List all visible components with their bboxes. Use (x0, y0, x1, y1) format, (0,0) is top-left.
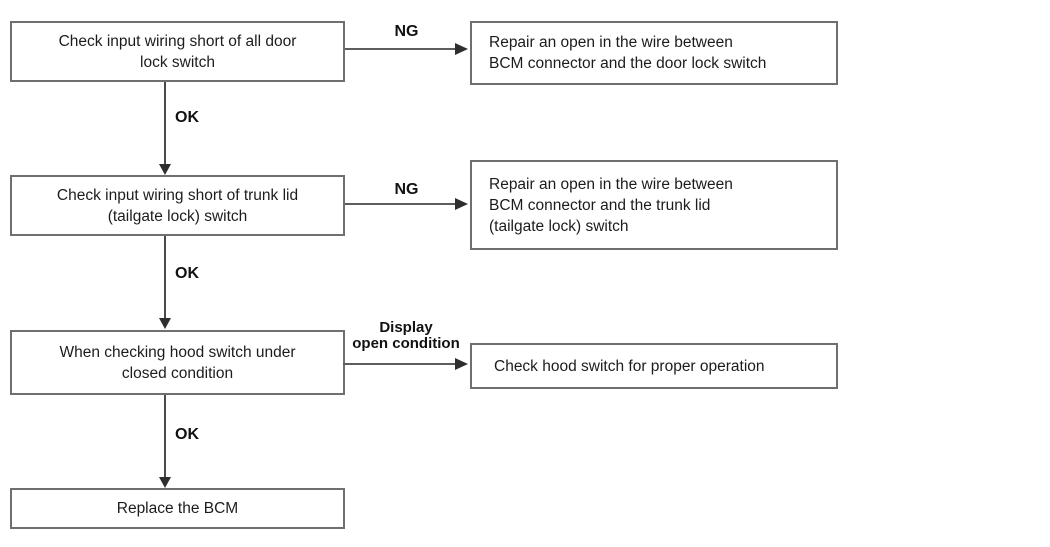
connector-ng-2 (345, 203, 457, 205)
flow-step-hood-switch-check: When checking hood switch under closed c… (10, 330, 345, 395)
flow-step-door-lock-check: Check input wiring short of all door loc… (10, 21, 345, 82)
flow-step-hood-switch-check-line2: closed condition (121, 364, 234, 382)
connector-ok-2 (164, 236, 166, 319)
edge-label-display-open-condition: Display open condition (343, 320, 469, 352)
edge-label-ok-2: OK (175, 265, 199, 282)
edge-label-ok-1: OK (175, 109, 199, 126)
connector-display-open-condition (343, 363, 457, 365)
flow-result-repair-door-lock-wire: Repair an open in the wire between BCM c… (470, 21, 838, 85)
flow-step-door-lock-check-line1: Check input wiring short of all door (58, 32, 297, 50)
edge-label-ng-2: NG (394, 181, 419, 198)
flow-result-check-hood-switch: Check hood switch for proper operation (470, 343, 838, 389)
flow-step-replace-bcm-line1: Replace the BCM (116, 500, 239, 517)
arrowhead-down-1 (159, 164, 171, 175)
arrowhead-down-3 (159, 477, 171, 488)
edge-label-display-line2: open condition (352, 335, 460, 352)
connector-ng-1 (345, 48, 457, 50)
edge-label-display-line1: Display (379, 319, 433, 336)
flow-result-repair-trunk-lid-wire-line3: (tailgate lock) switch (489, 217, 629, 235)
arrowhead-right-3 (455, 358, 468, 370)
flow-step-hood-switch-check-line1: When checking hood switch under (59, 343, 296, 361)
arrowhead-right-2 (455, 198, 468, 210)
flow-step-trunk-lid-check-line1: Check input wiring short of trunk lid (56, 186, 299, 204)
arrowhead-right-1 (455, 43, 468, 55)
flow-step-replace-bcm: Replace the BCM (10, 488, 345, 529)
flow-step-trunk-lid-check: Check input wiring short of trunk lid (t… (10, 175, 345, 236)
flow-result-check-hood-switch-line1: Check hood switch for proper operation (494, 357, 765, 375)
flow-result-repair-door-lock-wire-line1: Repair an open in the wire between (489, 34, 733, 51)
flow-result-repair-trunk-lid-wire-line1: Repair an open in the wire between (489, 175, 733, 193)
flow-result-repair-trunk-lid-wire: Repair an open in the wire between BCM c… (470, 160, 838, 250)
flow-result-repair-door-lock-wire-line2: BCM connector and the door lock switch (489, 55, 767, 72)
connector-ok-1 (164, 82, 166, 165)
edge-label-ng-1: NG (394, 23, 419, 40)
flow-result-repair-trunk-lid-wire-line2: BCM connector and the trunk lid (489, 196, 711, 214)
flow-step-door-lock-check-line2: lock switch (140, 53, 215, 71)
arrowhead-down-2 (159, 318, 171, 329)
connector-ok-3 (164, 395, 166, 477)
flow-step-trunk-lid-check-line2: (tailgate lock) switch (107, 207, 248, 225)
edge-label-ok-3: OK (175, 426, 199, 443)
